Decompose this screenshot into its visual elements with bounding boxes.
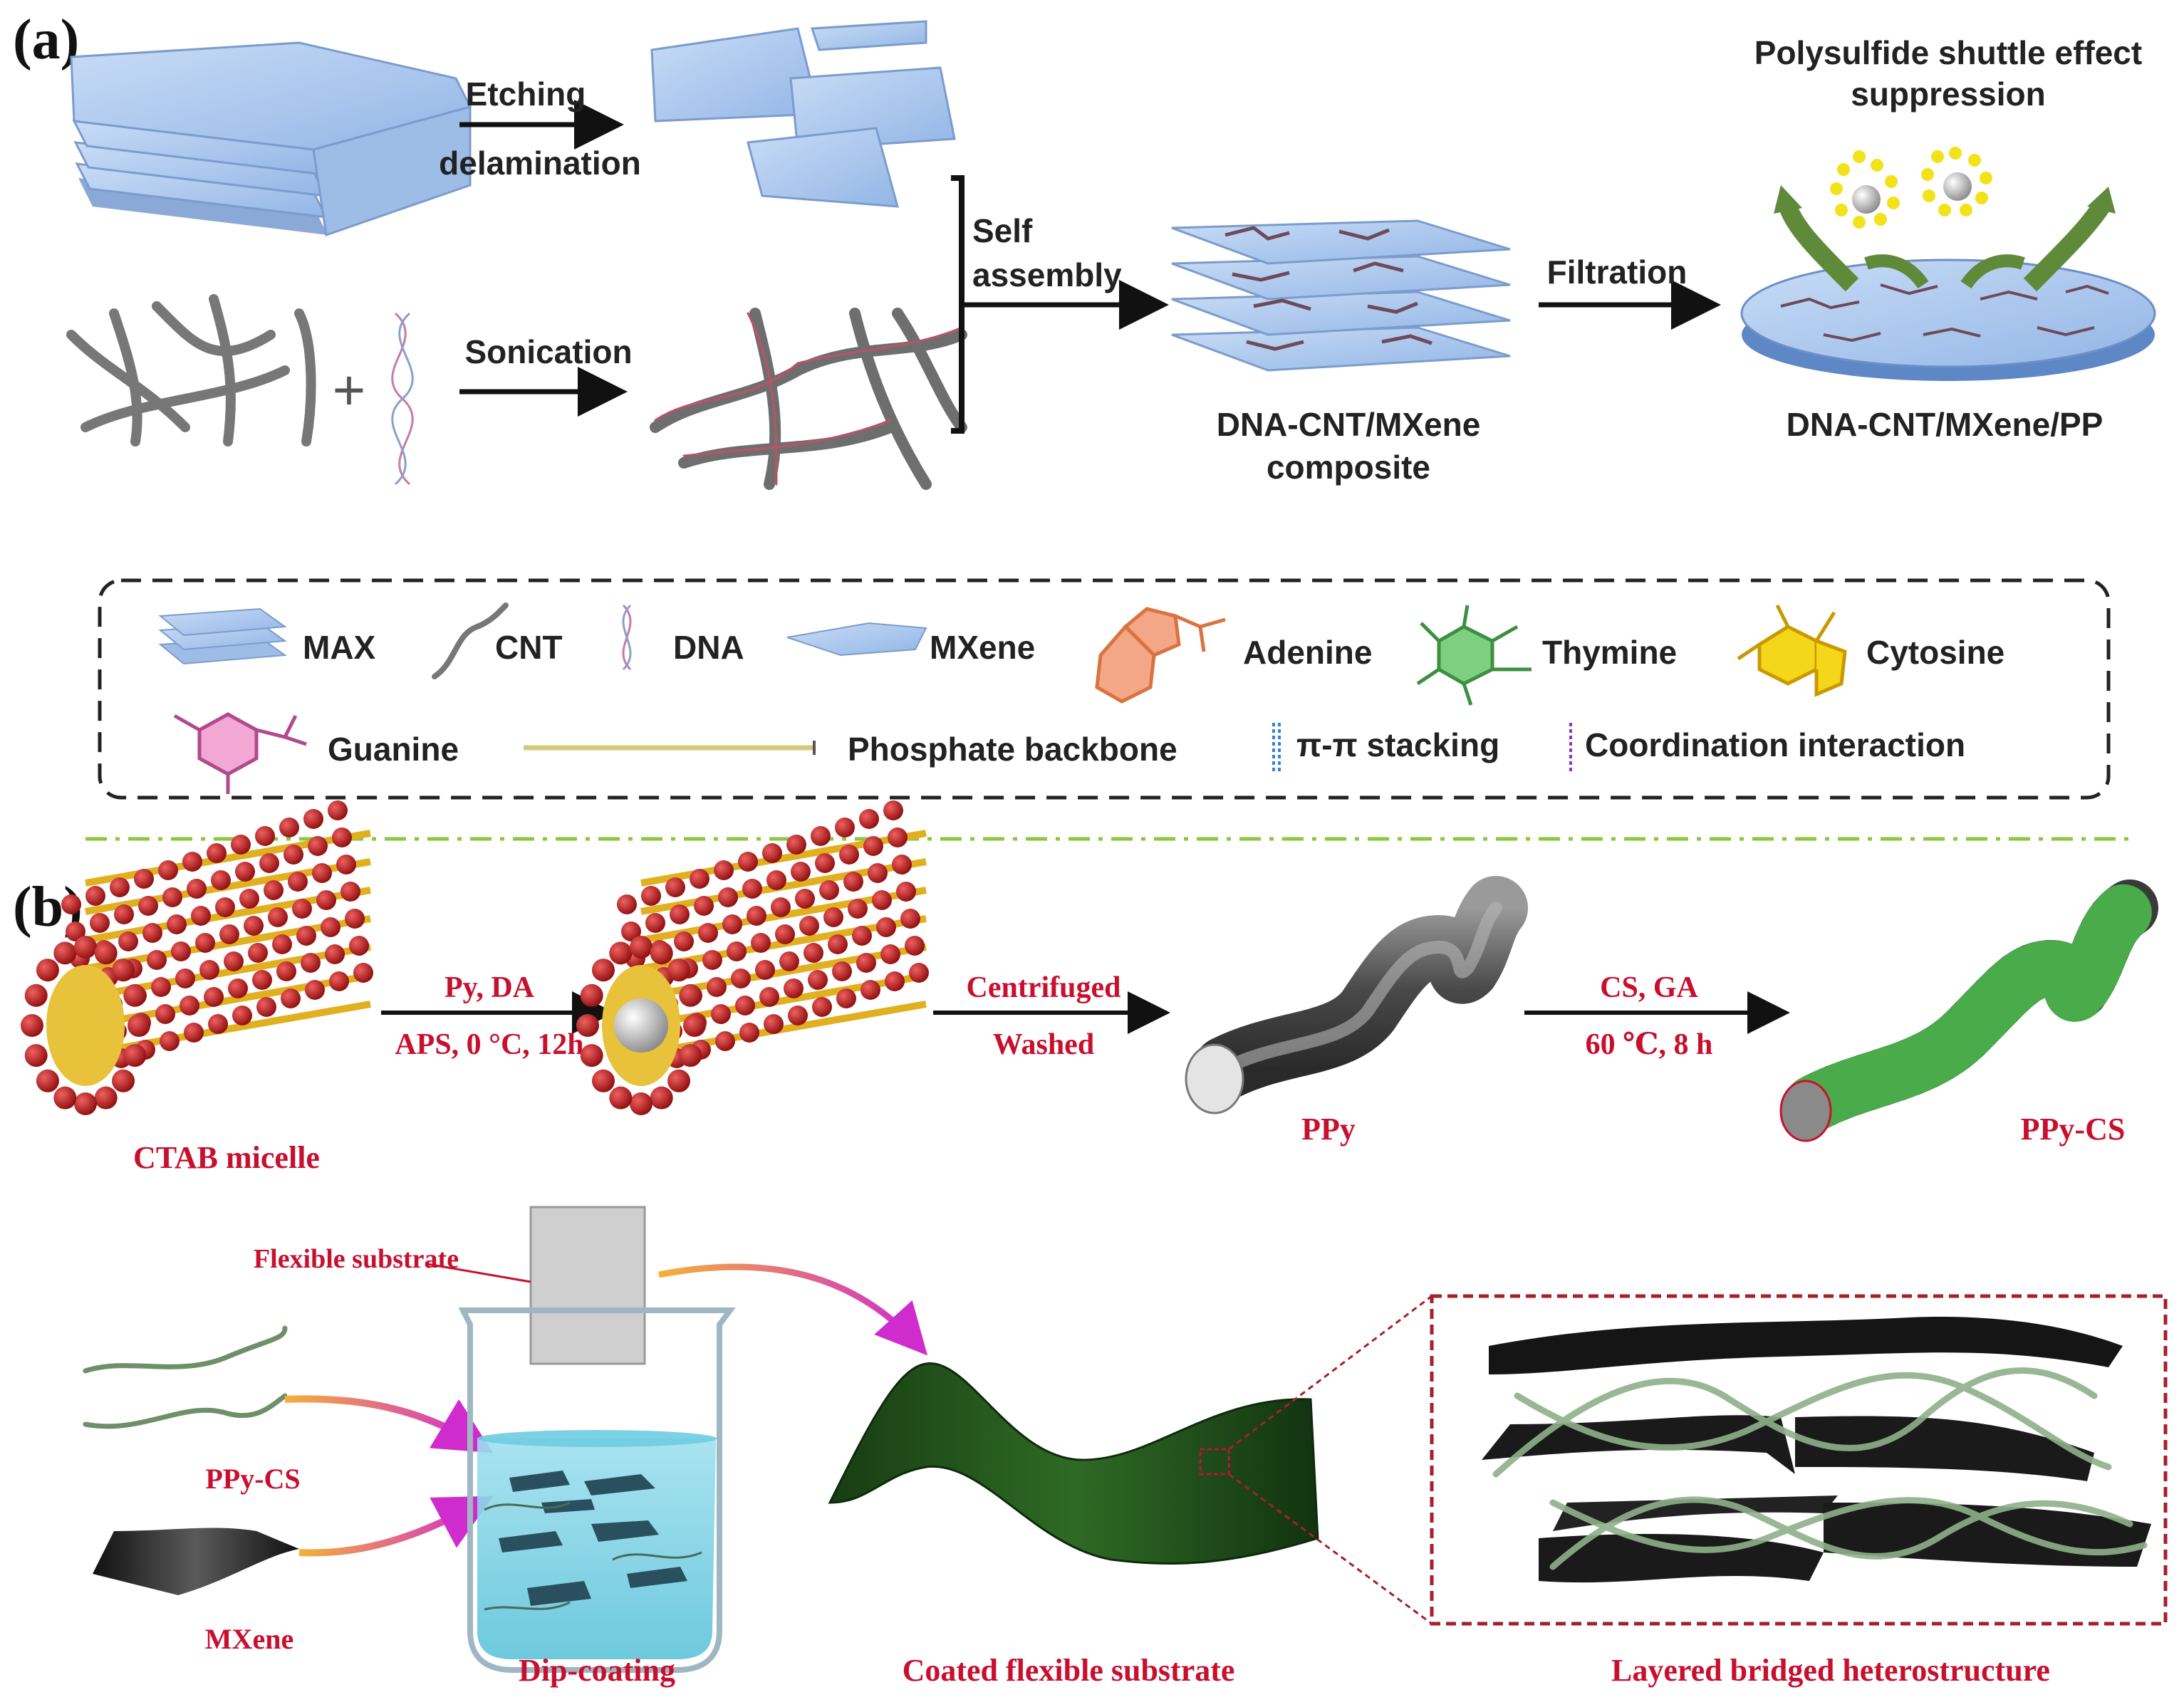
coated-substrate-illustration <box>828 1362 1319 1565</box>
legend-mxene-icon <box>786 622 927 657</box>
zoom-line-top <box>1228 1295 1432 1451</box>
mxene-flakes-illustration <box>650 20 956 208</box>
mxene-small-label: MXene <box>205 1623 293 1655</box>
beaker-illustration <box>458 1206 736 1673</box>
zoom-line-bottom <box>1228 1473 1432 1625</box>
legend-mxene-label: MXene <box>930 629 1035 666</box>
composite-label-line2: composite <box>1267 449 1430 486</box>
plus-sign: + <box>333 358 366 422</box>
dip-coating-label: Dip-coating <box>519 1653 675 1688</box>
legend-adenine-icon <box>1095 607 1226 704</box>
panel-a-label: (a) <box>13 9 79 71</box>
ctab-label: CTAB micelle <box>133 1140 320 1175</box>
polysulfide-rings <box>1830 147 1992 229</box>
micelle-ppy-core-illustration <box>576 800 929 1115</box>
self-assembly-bracket <box>951 175 964 434</box>
delamination-label: delamination <box>439 145 641 182</box>
ppy-cs-tube-illustration <box>1779 879 2158 1142</box>
ppy-cs-label: PPy-CS <box>2021 1112 2126 1147</box>
filtration-label: Filtration <box>1547 254 1688 291</box>
ppy-cs-to-beaker-arrow <box>284 1395 494 1453</box>
legend-guanine-icon <box>173 712 307 794</box>
legend-max-icon <box>158 607 287 665</box>
dna-cnt-illustration <box>650 308 967 490</box>
self-label: Self <box>972 212 1033 249</box>
ppy-cs-small-label: PPy-CS <box>205 1463 300 1495</box>
separator-disk-illustration <box>1740 185 2156 381</box>
product-label: DNA-CNT/MXene/PP <box>1787 406 2104 443</box>
etching-label: Etching <box>466 75 586 113</box>
shuttle-label-line1: Polysulfide shuttle effect <box>1754 34 2142 71</box>
dna-illustration <box>391 312 414 486</box>
legend-phosphate-icon <box>524 741 816 755</box>
step3-top-label: CS, GA <box>1600 971 1698 1004</box>
step2-top-label: Centrifuged <box>967 971 1121 1004</box>
sonication-label: Sonication <box>464 333 632 370</box>
cnt-illustration <box>66 294 316 447</box>
shuttle-label-line2: suppression <box>1851 75 2046 113</box>
zoom-region-marker <box>1199 1448 1230 1476</box>
max-stack-illustration <box>70 41 472 237</box>
step2-bottom-label: Washed <box>993 1028 1094 1061</box>
ppy-tube-illustration <box>1185 876 1528 1114</box>
shuttle-arrow-left <box>1779 203 1859 292</box>
mxene-to-beaker-arrow <box>298 1495 494 1557</box>
composite-label-line1: DNA-CNT/MXene <box>1217 406 1481 443</box>
ppy-label: PPy <box>1301 1112 1356 1147</box>
layered-label: Layered bridged heterostructure <box>1611 1653 2050 1688</box>
legend-coord-label: Coordination interaction <box>1585 726 1965 763</box>
flexible-substrate-strip <box>529 1206 646 1365</box>
legend-pi-icon <box>1272 723 1281 773</box>
legend-guanine-label: Guanine <box>328 731 459 768</box>
ppy-cs-fibers-illustration <box>83 1325 288 1429</box>
step1-bottom-label: APS, 0 °C, 12h <box>395 1028 583 1061</box>
ctab-micelle-illustration <box>21 800 373 1115</box>
legend-max-label: MAX <box>303 629 376 666</box>
assembly-label: assembly <box>972 256 1122 293</box>
mxene-sheet-illustration <box>93 1528 299 1595</box>
legend-phosphate-label: Phosphate backbone <box>848 731 1177 768</box>
legend-cnt-icon <box>432 602 509 679</box>
legend-cytosine-label: Cytosine <box>1866 634 2004 671</box>
legend-pi-label: π-π stacking <box>1296 726 1499 763</box>
flexible-substrate-label: Flexible substrate <box>254 1244 459 1274</box>
shuttle-arrow-right <box>2023 201 2109 292</box>
legend-thymine-label: Thymine <box>1542 634 1677 671</box>
heterostructure-box <box>1430 1294 2168 1626</box>
substrate-to-coated-arrow <box>658 1263 928 1356</box>
step1-top-label: Py, DA <box>444 971 535 1004</box>
legend-box <box>98 578 2111 800</box>
legend-dna-icon <box>622 604 632 671</box>
legend-dna-label: DNA <box>673 629 744 666</box>
step3-bottom-label: 60 ℃, 8 h <box>1586 1028 1713 1061</box>
legend-adenine-label: Adenine <box>1243 634 1372 671</box>
composite-stack-illustration <box>1171 219 1511 372</box>
legend-cnt-label: CNT <box>495 629 563 666</box>
heterostructure-illustration <box>1482 1317 2151 1583</box>
legend-cytosine-icon <box>1737 604 1847 697</box>
legend-thymine-icon <box>1416 605 1532 706</box>
coated-label: Coated flexible substrate <box>903 1653 1235 1688</box>
flexible-substrate-pointer <box>427 1263 531 1283</box>
